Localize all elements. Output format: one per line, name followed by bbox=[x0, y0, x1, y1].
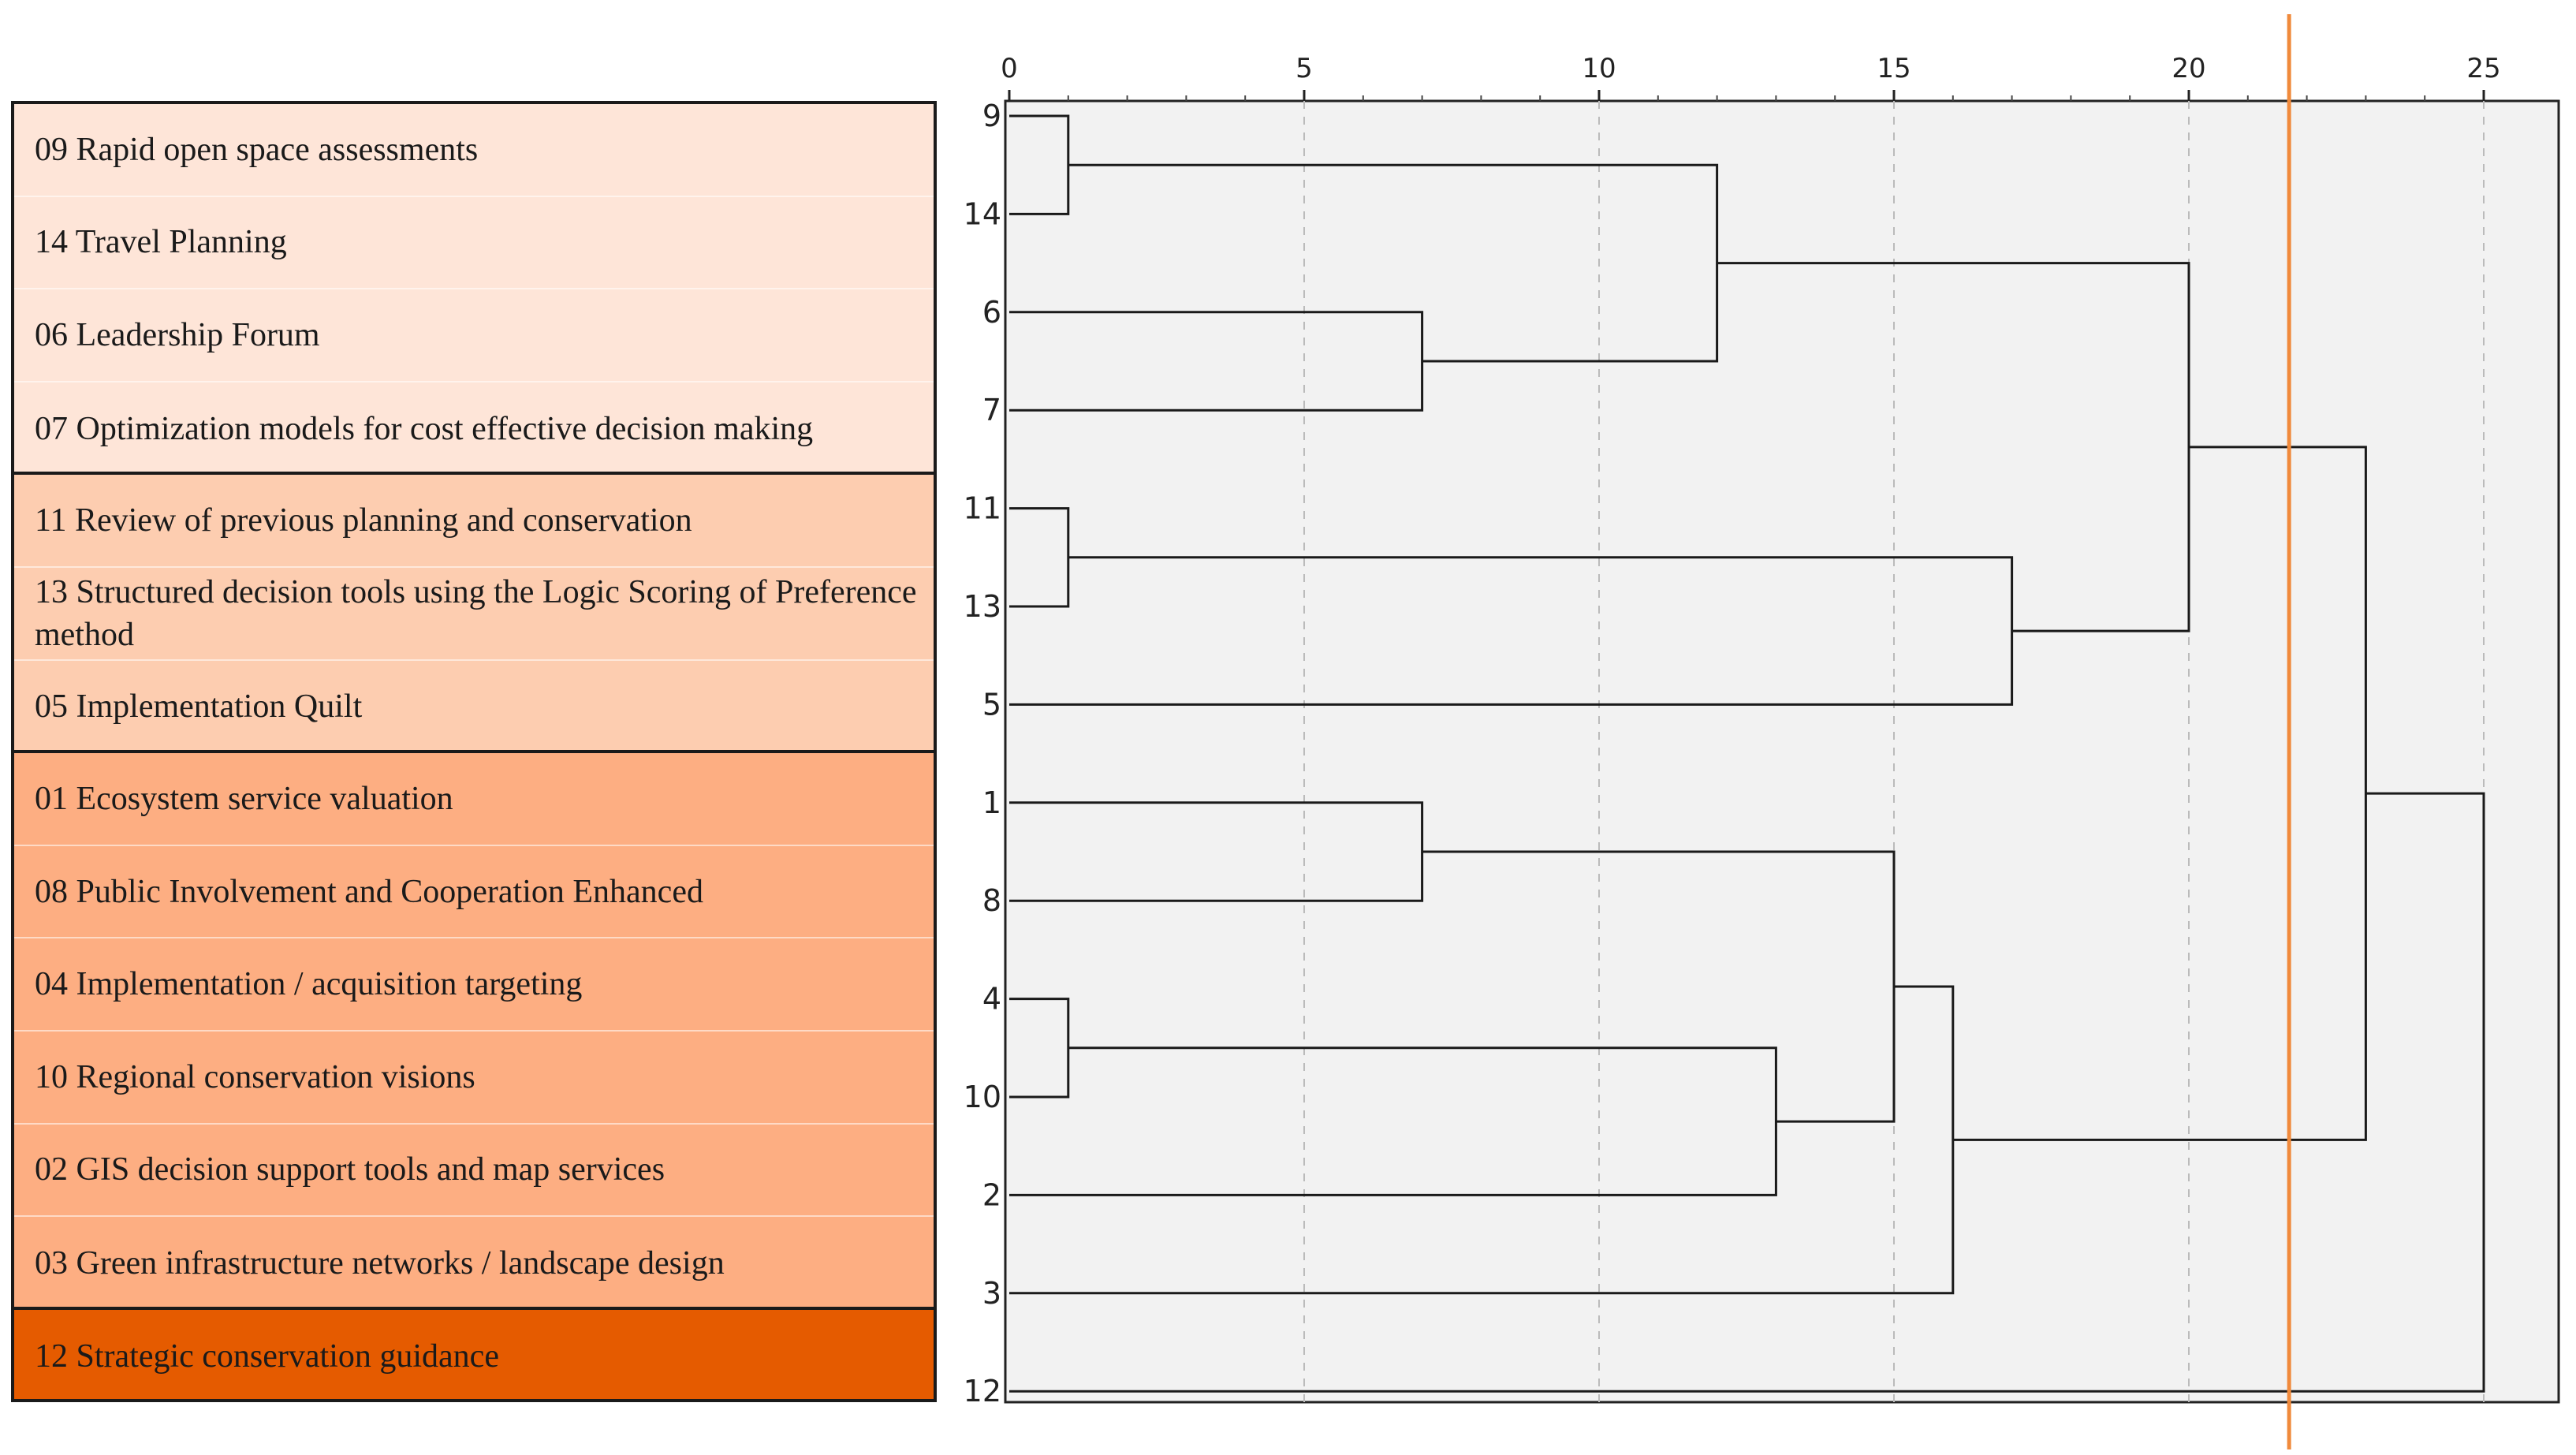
leaf-label: 11 bbox=[964, 491, 1001, 526]
plot-area bbox=[1004, 99, 2560, 1404]
x-tick-label: 5 bbox=[1295, 53, 1313, 84]
leaf-label: 3 bbox=[982, 1276, 1001, 1311]
cluster-item: 01 Ecosystem service valuation bbox=[14, 753, 934, 846]
x-tick-label: 0 bbox=[1001, 53, 1018, 84]
dendrogram-link bbox=[1952, 446, 2367, 1141]
cluster-item: 14 Travel Planning bbox=[14, 197, 934, 290]
leaf-label: 1 bbox=[982, 785, 1001, 820]
x-tick-label: 25 bbox=[2466, 53, 2500, 84]
x-tick-label: 10 bbox=[1582, 53, 1616, 84]
leaf-label: 12 bbox=[964, 1374, 1001, 1408]
cluster-group-4: 12 Strategic conservation guidance bbox=[11, 1306, 937, 1403]
x-tick-label: 20 bbox=[2172, 53, 2205, 84]
leaf-label: 13 bbox=[964, 589, 1001, 624]
leaf-label: 8 bbox=[982, 883, 1001, 918]
cluster-item: 03 Green infrastructure networks / lands… bbox=[35, 1244, 725, 1282]
dendrogram-chart: 0 5 10 15 20 25 9 14 6 7 11 13 5 1 8 4 10 2 3 12 bbox=[964, 14, 2560, 1449]
cluster-item: 13 Structured decision tools using the L… bbox=[14, 568, 934, 661]
cluster-item: 12 Strategic conservation guidance bbox=[35, 1337, 499, 1375]
leaf-label: 9 bbox=[982, 99, 1001, 133]
cluster-item: 02 GIS decision support tools and map se… bbox=[14, 1125, 934, 1218]
cluster-item: 06 Leadership Forum bbox=[14, 289, 934, 382]
leaf-label: 4 bbox=[982, 982, 1001, 1017]
cluster-item: 11 Review of previous planning and conse… bbox=[14, 475, 934, 568]
cluster-item: 10 Regional conservation visions bbox=[14, 1032, 934, 1125]
leaf-label: 2 bbox=[982, 1177, 1001, 1212]
leaf-label: 7 bbox=[982, 393, 1001, 427]
cluster-item: 09 Rapid open space assessments bbox=[14, 104, 934, 197]
cluster-item: 05 Implementation Quilt bbox=[35, 688, 363, 726]
cluster-group-2: 11 Review of previous planning and conse… bbox=[11, 472, 937, 754]
cluster-item: 07 Optimization models for cost effectiv… bbox=[35, 410, 814, 447]
leaf-label: 14 bbox=[964, 196, 1001, 231]
leaf-label: 6 bbox=[982, 295, 1001, 330]
x-tick-label: 15 bbox=[1877, 53, 1911, 84]
leaf-label: 10 bbox=[964, 1080, 1001, 1114]
cluster-item: 08 Public Involvement and Cooperation En… bbox=[14, 846, 934, 939]
cluster-item: 04 Implementation / acquisition targetin… bbox=[14, 938, 934, 1032]
leaf-label: 5 bbox=[982, 687, 1001, 722]
dendrogram-link bbox=[1009, 1046, 1777, 1196]
dendrogram-link bbox=[1009, 792, 2485, 1393]
